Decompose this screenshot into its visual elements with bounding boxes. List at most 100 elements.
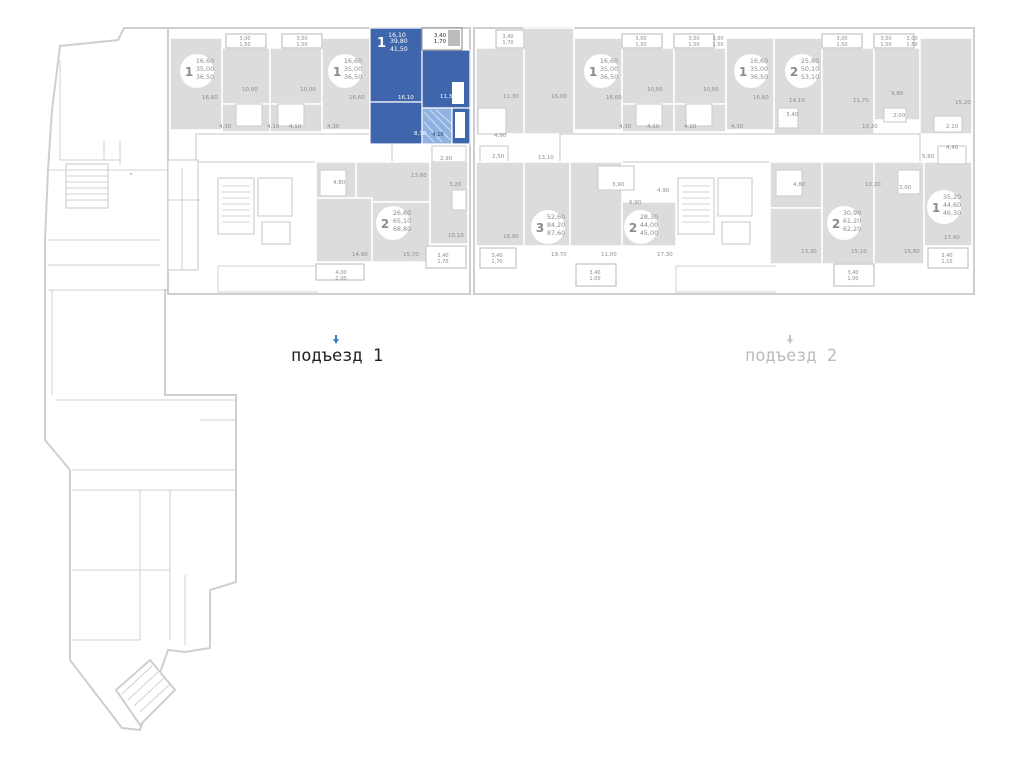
balcony-label: 1,50 [296, 42, 307, 48]
room-label: 2,00 [899, 185, 912, 191]
balcony-label: 3,40 [491, 253, 502, 259]
svg-text:87,60: 87,60 [547, 229, 565, 237]
balcony-b11 [425, 245, 467, 269]
room-label: 14,90 [352, 252, 368, 258]
svg-text:62,20: 62,20 [843, 225, 861, 233]
room-label: 2,90 [440, 156, 453, 162]
entrance-1-label[interactable]: подъезд 1 [291, 346, 383, 366]
balcony-label: 3,00 [296, 36, 307, 42]
svg-text:35,00: 35,00 [750, 65, 768, 73]
svg-text:61,20: 61,20 [843, 217, 861, 225]
balcony-b13 [575, 263, 617, 287]
room-label: 11,30 [503, 94, 519, 100]
apartment-badge-a7[interactable]: 3 52,60 84,20 87,60 [531, 210, 565, 244]
room-label: 13,10 [538, 155, 554, 161]
balcony-label: 3,40 [437, 253, 448, 259]
section-1 [167, 27, 471, 295]
svg-text:35,00: 35,00 [600, 65, 618, 73]
room-label: 15,20 [955, 100, 971, 106]
svg-text:36,50: 36,50 [750, 73, 768, 81]
svg-text:1: 1 [185, 65, 193, 79]
balcony-label: 1,00 [847, 276, 858, 282]
svg-text:36,50: 36,50 [196, 73, 214, 81]
apartment-badge-a1[interactable]: 1 16,60 35,00 36,50 [180, 54, 214, 88]
room-label: 16,00 [551, 94, 567, 100]
selected-hallway[interactable] [369, 101, 423, 145]
room-label: 3,20 [449, 182, 462, 188]
svg-text:2: 2 [629, 221, 637, 235]
svg-text:2: 2 [790, 65, 798, 79]
entrance-2[interactable]: подъезд 2 [745, 335, 837, 366]
svg-text:35,00: 35,00 [344, 65, 362, 73]
apartment-badge-a2[interactable]: 1 16,60 35,00 36,50 [328, 54, 362, 88]
entrance-2-label[interactable]: подъезд 2 [745, 346, 837, 366]
balcony-b15 [927, 247, 969, 269]
room-label: 2,10 [946, 124, 959, 130]
room-a2-kitchen [269, 47, 323, 105]
apartment-badge-a5[interactable]: 1 16,60 35,00 36,50 [734, 54, 768, 88]
svg-text:65,10: 65,10 [393, 217, 411, 225]
entrance-arrow-icon [333, 335, 339, 344]
room-label: 16,60 [753, 95, 769, 101]
room-label: 11,00 [601, 252, 617, 258]
apartment-badge-a6[interactable]: 2 25,80 50,10 53,10 [785, 54, 819, 88]
room-label: 4,10 [647, 124, 660, 130]
apartment-badge-a3[interactable]: 2 26,60 65,10 68,80 [376, 206, 411, 240]
room-label: 17,40 [944, 235, 960, 241]
svg-text:1: 1 [589, 65, 597, 79]
room-label: 4,40 [946, 145, 959, 151]
elevator-1 [257, 177, 293, 217]
room-label: 9,80 [891, 91, 904, 97]
balcony-label: 3,40 [502, 34, 513, 40]
room-label: 2,50 [492, 154, 505, 160]
corridor-2 [559, 133, 921, 163]
balcony-label: 3,40 [941, 253, 952, 259]
room-label: 14,10 [789, 98, 805, 104]
balcony-label: 3,40 [847, 270, 858, 276]
room-label: 10,10 [448, 233, 464, 239]
balcony-label: 3,00 [712, 36, 723, 42]
apartment-badge-a8[interactable]: 2 28,30 44,00 45,00 [624, 210, 658, 244]
apartment-badge-a4[interactable]: 1 16,60 35,00 36,50 [584, 54, 618, 88]
svg-text:25,80: 25,80 [801, 57, 819, 65]
entrance-1[interactable]: подъезд 1 [291, 335, 383, 366]
room-area-labels: 16,60 10,00 10,00 16,60 4,30 4,10 4,10 4… [202, 87, 971, 258]
apartment-badge-a9[interactable]: 2 30,90 61,20 62,20 [827, 206, 861, 240]
room-label: 17,30 [657, 252, 673, 258]
balcony-label: 2,00 [335, 276, 346, 282]
apartment-badge-a10[interactable]: 1 35,20 44,60 46,30 [927, 190, 961, 224]
selected-hallway-area: 8,30 [414, 131, 427, 137]
selected-total-balcony: 41,50 [390, 46, 408, 53]
svg-text:16,60: 16,60 [344, 57, 362, 65]
balcony-label: 3,00 [836, 36, 847, 42]
balcony-label: 1,50 [712, 42, 723, 48]
balcony-label: 1,70 [502, 40, 513, 46]
stair-corner [114, 658, 177, 727]
svg-text:46,30: 46,30 [943, 209, 961, 217]
room-label: 10,20 [862, 124, 878, 130]
balcony-label: 3,40 [589, 270, 600, 276]
room-label: 3,40 [786, 112, 799, 118]
balcony-label: 1,00 [589, 276, 600, 282]
room-label: 15,80 [904, 249, 920, 255]
room-label: 11,70 [853, 98, 869, 104]
room-label: 4,90 [657, 188, 670, 194]
room-label: 4,30 [731, 124, 744, 130]
balcony-label: 1,50 [688, 42, 699, 48]
room-label: 10,20 [865, 182, 881, 188]
svg-text:44,00: 44,00 [640, 221, 658, 229]
svg-text:30,90: 30,90 [843, 209, 861, 217]
room-label: 16,90 [503, 234, 519, 240]
balcony-label: 3,00 [880, 36, 891, 42]
selected-apartment[interactable]: 16,10 1 39,80 41,50 16,10 11,30 8,30 4,1… [369, 27, 471, 145]
balcony-label: 1,50 [880, 42, 891, 48]
svg-text:84,20: 84,20 [547, 221, 565, 229]
stair-left-wing [65, 163, 109, 209]
balcony-b5 [673, 33, 715, 49]
selected-bath-area: 4,10 [432, 132, 443, 138]
balcony-label: 1,70 [437, 259, 448, 265]
room-label: 4,10 [289, 124, 302, 130]
balcony-label: 1,70 [491, 259, 502, 265]
corridor-1 [195, 133, 393, 163]
svg-text:26,60: 26,60 [393, 209, 411, 217]
